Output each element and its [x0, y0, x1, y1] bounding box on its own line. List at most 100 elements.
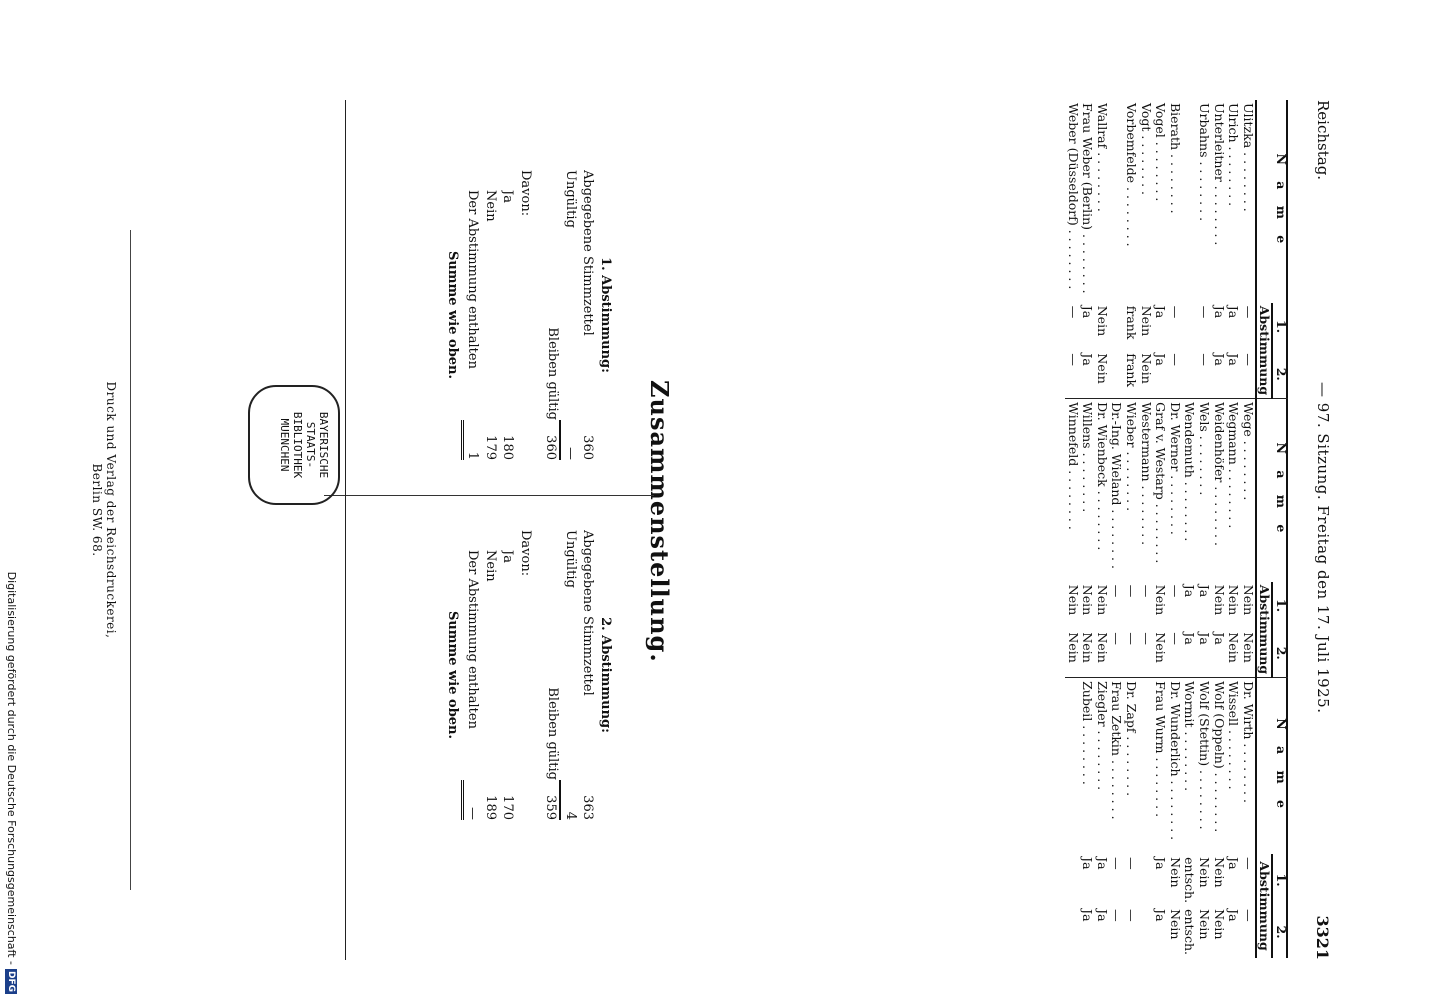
member-name: Frau Wurm . . . . . . . .: [1152, 677, 1168, 855]
member-name: Bierath . . . . . . . .: [1167, 103, 1183, 214]
summary-1-heading: 1. Abstimmung:: [598, 257, 613, 373]
col-header-abstimmung-c: Abstimmung: [1255, 854, 1273, 958]
member-name: Ulrich . . . . . . . .: [1226, 103, 1242, 207]
vote-1: Nein: [1094, 584, 1110, 616]
vote-1: Nein: [1138, 305, 1154, 337]
header-center: — 97. Sitzung. Freitag den 17. Juli 1925…: [1314, 382, 1332, 714]
vote-2: —: [1138, 632, 1154, 645]
stamp-line-1: BAYERISCHE: [317, 411, 330, 479]
table-row: Urbahns . . . . . . . .——Wels . . . . . …: [1196, 100, 1213, 958]
vote-2: frank: [1124, 353, 1140, 388]
summary-2-nein: 189: [483, 795, 498, 820]
vote-2: Ja: [1226, 909, 1242, 922]
col-header-abstimmung-b: Abstimmung: [1255, 581, 1273, 678]
vote-2: —: [1167, 353, 1183, 366]
vote-1: frank: [1124, 305, 1140, 340]
vote-1: —: [1240, 857, 1256, 870]
member-name: Wels . . . . . . . .: [1196, 398, 1212, 582]
member-name: Dr.-Ing. Wieland . . . . . . . .: [1108, 398, 1124, 582]
vote-1: —: [1138, 584, 1154, 598]
vote-2: Nein: [1226, 632, 1242, 663]
vote-2: —: [1167, 632, 1183, 645]
vote-1: Ja: [1080, 305, 1096, 319]
table-row: Weber (Düsseldorf) . . . . . . . . — — Winn…: [1065, 100, 1081, 958]
summary-2-abgegeben-label: Abgegebene Stimmzettel: [580, 530, 596, 696]
dfg-logo: DFG: [5, 968, 18, 994]
vote-2: —: [1197, 353, 1213, 366]
summary-1-ungueltig-label: Ungültig: [563, 170, 578, 228]
member-name: Wissell . . . . . . . .: [1225, 677, 1241, 855]
vote-2: [1109, 350, 1124, 398]
vote-2: —: [1065, 353, 1081, 366]
member-name: [1109, 100, 1124, 303]
vote-2: Nein: [1167, 909, 1183, 940]
member-name: Winnefeld . . . . . . . .: [1065, 398, 1081, 582]
vote-1: —: [1197, 305, 1213, 319]
vote-2: Ja: [1211, 632, 1227, 645]
vote-2: Ja: [1211, 353, 1227, 366]
vote-2: Ja: [1226, 353, 1242, 366]
vote-2: [1138, 906, 1153, 958]
vote-2: Nein: [1138, 353, 1154, 384]
vote-2: entsch.: [1182, 909, 1198, 955]
vote-1: Ja: [1182, 584, 1198, 598]
vote-1: —: [1109, 857, 1125, 870]
vote-1: Nein: [1065, 584, 1081, 616]
col-header-1-c: 1.: [1272, 854, 1289, 907]
vote-1: Nein: [1211, 584, 1227, 616]
digitization-note-text: Digitalisierung gefördert durch die Deut…: [5, 571, 18, 965]
col-header-2-b: 2.: [1272, 629, 1289, 678]
summary-2-ungueltig: 4: [563, 811, 578, 820]
vote-1: Ja: [1226, 305, 1242, 319]
col-header-abstimmung-a: Abstimmung: [1255, 302, 1273, 399]
vote-2: Nein: [1211, 909, 1227, 940]
col-header-name-3: N a m e: [1255, 677, 1289, 855]
vote-1: —: [1124, 584, 1140, 598]
summary-2-summe: Summe wie oben.: [445, 610, 460, 740]
vote-1: Nein: [1167, 857, 1183, 888]
summary-2-abgegeben: 363: [580, 795, 596, 820]
member-name: Vogt . . . . . . . .: [1138, 103, 1154, 196]
vote-1: —: [1065, 305, 1081, 319]
table-row: Ulitzka . . . . . . . .——Wege . . . . . …: [1240, 100, 1256, 958]
vote-2: —: [1124, 632, 1140, 645]
member-name: Dr. Wienbeck . . . . . . . .: [1094, 398, 1110, 582]
vote-1: Ja: [1153, 857, 1169, 870]
vote-1: —: [1167, 584, 1183, 598]
summary-2-nein-label: Nein: [483, 550, 498, 582]
col-header-name-1: N a m e: [1255, 100, 1289, 303]
member-name: Wolf (Stettin) . . . . . . . .: [1196, 677, 1212, 855]
printer-imprint: Druck und Verlag der Reichsdruckerei, Be…: [90, 381, 118, 639]
summary-2-ja: 170: [500, 795, 516, 820]
vote-2: Nein: [1094, 353, 1110, 384]
vote-2: Ja: [1080, 909, 1096, 922]
vote-1: —: [1109, 584, 1125, 598]
member-name: Dr. Wunderlich . . . . . . . .: [1167, 677, 1183, 855]
summary-1-summe: Summe wie oben.: [445, 250, 460, 380]
vote-1: Nein: [1211, 857, 1227, 888]
vote-2: Ja: [1182, 632, 1198, 645]
digitization-note: Digitalisierung gefördert durch die Deut…: [0, 0, 23, 1000]
vote-2: [1065, 906, 1080, 958]
summary-2-davon: Davon:: [518, 530, 533, 577]
summary-1-enthalten-label: Der Abstimmung enthalten: [465, 190, 481, 369]
vote-2: —: [1109, 632, 1125, 645]
vote-1: Nein: [1226, 584, 1242, 616]
member-name: [1138, 677, 1153, 855]
member-name: [1182, 100, 1197, 303]
vote-2: Ja: [1153, 353, 1169, 366]
vote-1: —: [1167, 305, 1183, 319]
member-name: Weber (Düsseldorf) . . . . . . . .: [1065, 103, 1081, 290]
vote-2: Nein: [1240, 632, 1256, 663]
summary-divider: [324, 495, 654, 496]
vote-1: —: [1240, 305, 1256, 319]
member-name: Wallraf . . . . . . . .: [1094, 103, 1110, 212]
member-name: Ziegler . . . . . . . .: [1094, 677, 1110, 855]
member-name: Frau Weber (Berlin) . . . . . . . .: [1080, 103, 1096, 294]
member-name: Vorbemfelde . . . . . . . .: [1124, 103, 1140, 247]
vote-1: Nein: [1240, 584, 1256, 616]
